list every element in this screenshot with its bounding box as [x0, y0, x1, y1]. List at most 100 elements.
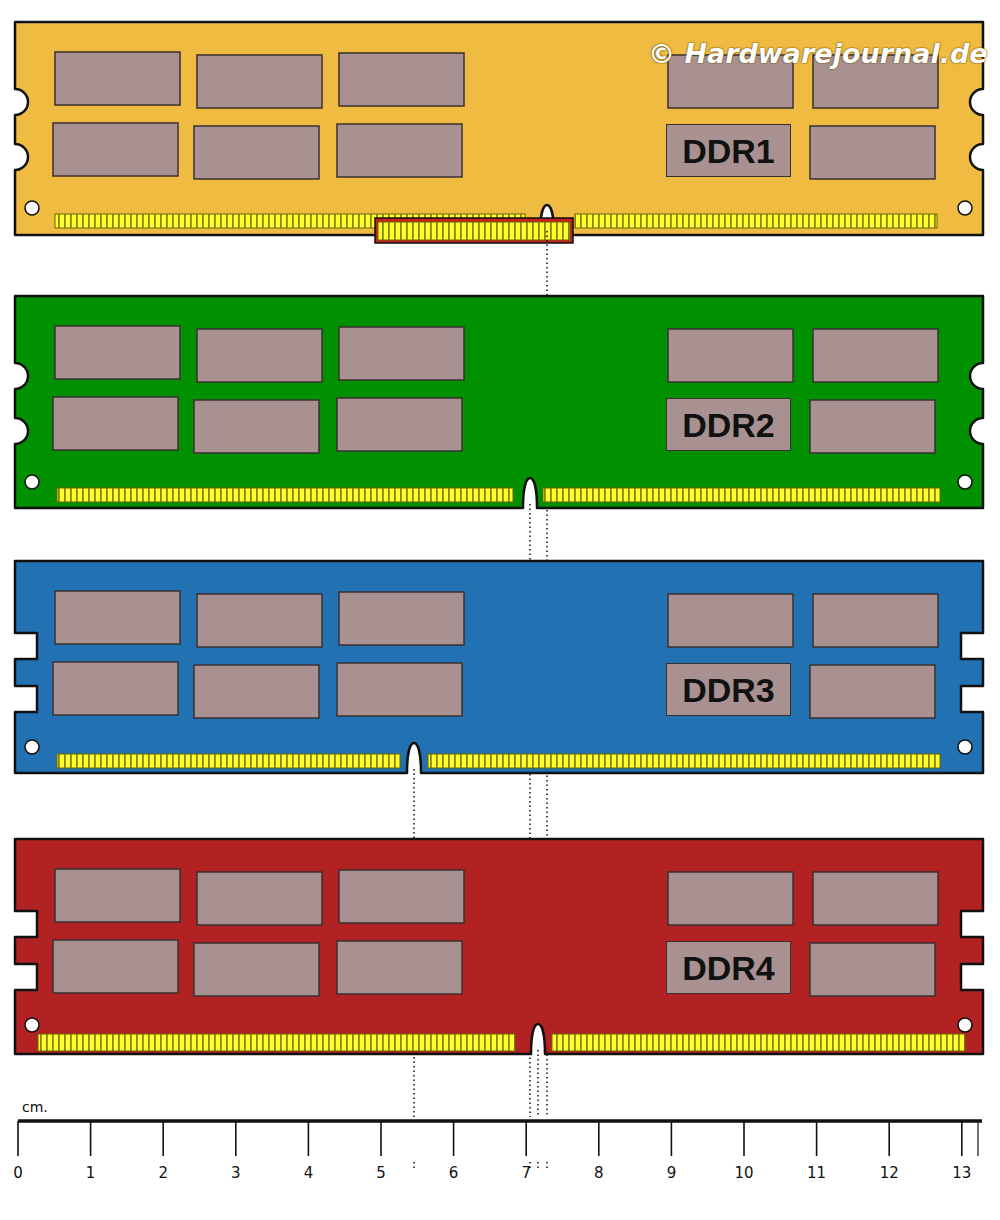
unit-label: cm. — [22, 1100, 48, 1114]
memory-chip — [339, 327, 464, 380]
ruler-number: 1 — [86, 1166, 96, 1181]
ruler-number: 8 — [594, 1166, 604, 1181]
ruler-tick — [671, 1121, 673, 1156]
module-board — [15, 561, 983, 773]
memory-chip — [810, 665, 935, 718]
ruler-tick — [453, 1121, 455, 1156]
mounting-hole — [25, 201, 39, 215]
memory-chip — [810, 400, 935, 453]
memory-chip — [668, 872, 793, 925]
memory-chip — [197, 55, 322, 108]
mounting-hole — [25, 1018, 39, 1032]
memory-chip — [53, 662, 178, 715]
memory-chip — [55, 869, 180, 922]
ruler-tick — [90, 1121, 92, 1156]
mounting-hole — [25, 475, 39, 489]
labelled-memory-chip: DDR3 — [666, 663, 791, 716]
memory-chip — [337, 398, 462, 451]
ruler-number: 0 — [13, 1166, 23, 1181]
notch-guide-line — [537, 1050, 539, 1117]
module-type-label: DDR2 — [682, 408, 775, 442]
memory-module — [15, 839, 983, 1054]
memory-chip — [813, 329, 938, 382]
notch-guide-mark — [537, 1162, 539, 1170]
memory-chip — [53, 397, 178, 450]
ruler-tick — [162, 1121, 164, 1156]
ruler-tick — [816, 1121, 818, 1156]
memory-module — [15, 561, 983, 773]
ruler-number: 13 — [952, 1166, 971, 1181]
mounting-hole — [958, 740, 972, 754]
memory-chip — [53, 123, 178, 176]
ruler-tick — [380, 1121, 382, 1156]
labelled-memory-chip: DDR1 — [666, 124, 791, 177]
memory-chip — [668, 594, 793, 647]
contact-pins — [38, 1034, 515, 1051]
ruler-tick — [961, 1121, 963, 1156]
mounting-hole — [958, 1018, 972, 1032]
memory-chip — [810, 126, 935, 179]
module-board — [15, 296, 983, 508]
contact-pins — [552, 1034, 965, 1051]
contact-pins — [57, 488, 513, 502]
ruler-tick — [17, 1121, 19, 1156]
notch-guide-mark — [546, 1162, 548, 1170]
contact-pins — [543, 488, 940, 502]
ruler-tick — [743, 1121, 745, 1156]
memory-chip — [194, 665, 319, 718]
ruler-number: 10 — [734, 1166, 753, 1181]
memory-chip — [55, 591, 180, 644]
ruler-number: 6 — [449, 1166, 459, 1181]
memory-chip — [813, 872, 938, 925]
memory-chip — [337, 124, 462, 177]
module-type-label: DDR3 — [682, 673, 775, 707]
module-board — [15, 839, 983, 1054]
contact-pins — [428, 754, 940, 768]
mounting-hole — [25, 740, 39, 754]
ruler-number: 11 — [807, 1166, 826, 1181]
notch-guide-mark — [413, 1162, 415, 1170]
memory-chip — [194, 943, 319, 996]
labelled-memory-chip: DDR2 — [666, 398, 791, 451]
memory-chip — [813, 594, 938, 647]
memory-chip — [194, 126, 319, 179]
memory-chip — [194, 400, 319, 453]
memory-chip — [339, 53, 464, 106]
ruler-number: 3 — [231, 1166, 241, 1181]
memory-chip — [339, 592, 464, 645]
memory-chip — [668, 329, 793, 382]
ruler-tick — [598, 1121, 600, 1156]
ruler-tick — [525, 1121, 527, 1156]
memory-chip — [339, 870, 464, 923]
ruler-number: 12 — [880, 1166, 899, 1181]
module-type-label: DDR1 — [682, 134, 775, 168]
ruler-tick — [888, 1121, 890, 1156]
memory-chip — [337, 941, 462, 994]
connector-detail — [375, 218, 573, 243]
ruler-number: 7 — [521, 1166, 531, 1181]
memory-chip — [810, 943, 935, 996]
memory-chip — [197, 329, 322, 382]
contact-pins — [575, 214, 937, 228]
memory-chip — [337, 663, 462, 716]
memory-chip — [55, 326, 180, 379]
ruler-tick — [308, 1121, 310, 1156]
labelled-memory-chip: DDR4 — [666, 941, 791, 994]
watermark: © Hardwarejournal.de — [648, 40, 988, 67]
memory-chip — [197, 594, 322, 647]
module-type-label: DDR4 — [682, 951, 775, 985]
ruler-number: 5 — [376, 1166, 386, 1181]
contact-pins — [57, 754, 400, 768]
contact-pins — [378, 222, 570, 240]
ruler-number: 4 — [304, 1166, 314, 1181]
ruler-number: 9 — [667, 1166, 677, 1181]
ruler-number: 2 — [158, 1166, 168, 1181]
memory-chip — [197, 872, 322, 925]
memory-chip — [55, 52, 180, 105]
mounting-hole — [958, 475, 972, 489]
memory-module — [15, 296, 983, 508]
ruler-tick — [235, 1121, 237, 1156]
memory-chip — [53, 940, 178, 993]
ruler-tick — [977, 1121, 978, 1156]
